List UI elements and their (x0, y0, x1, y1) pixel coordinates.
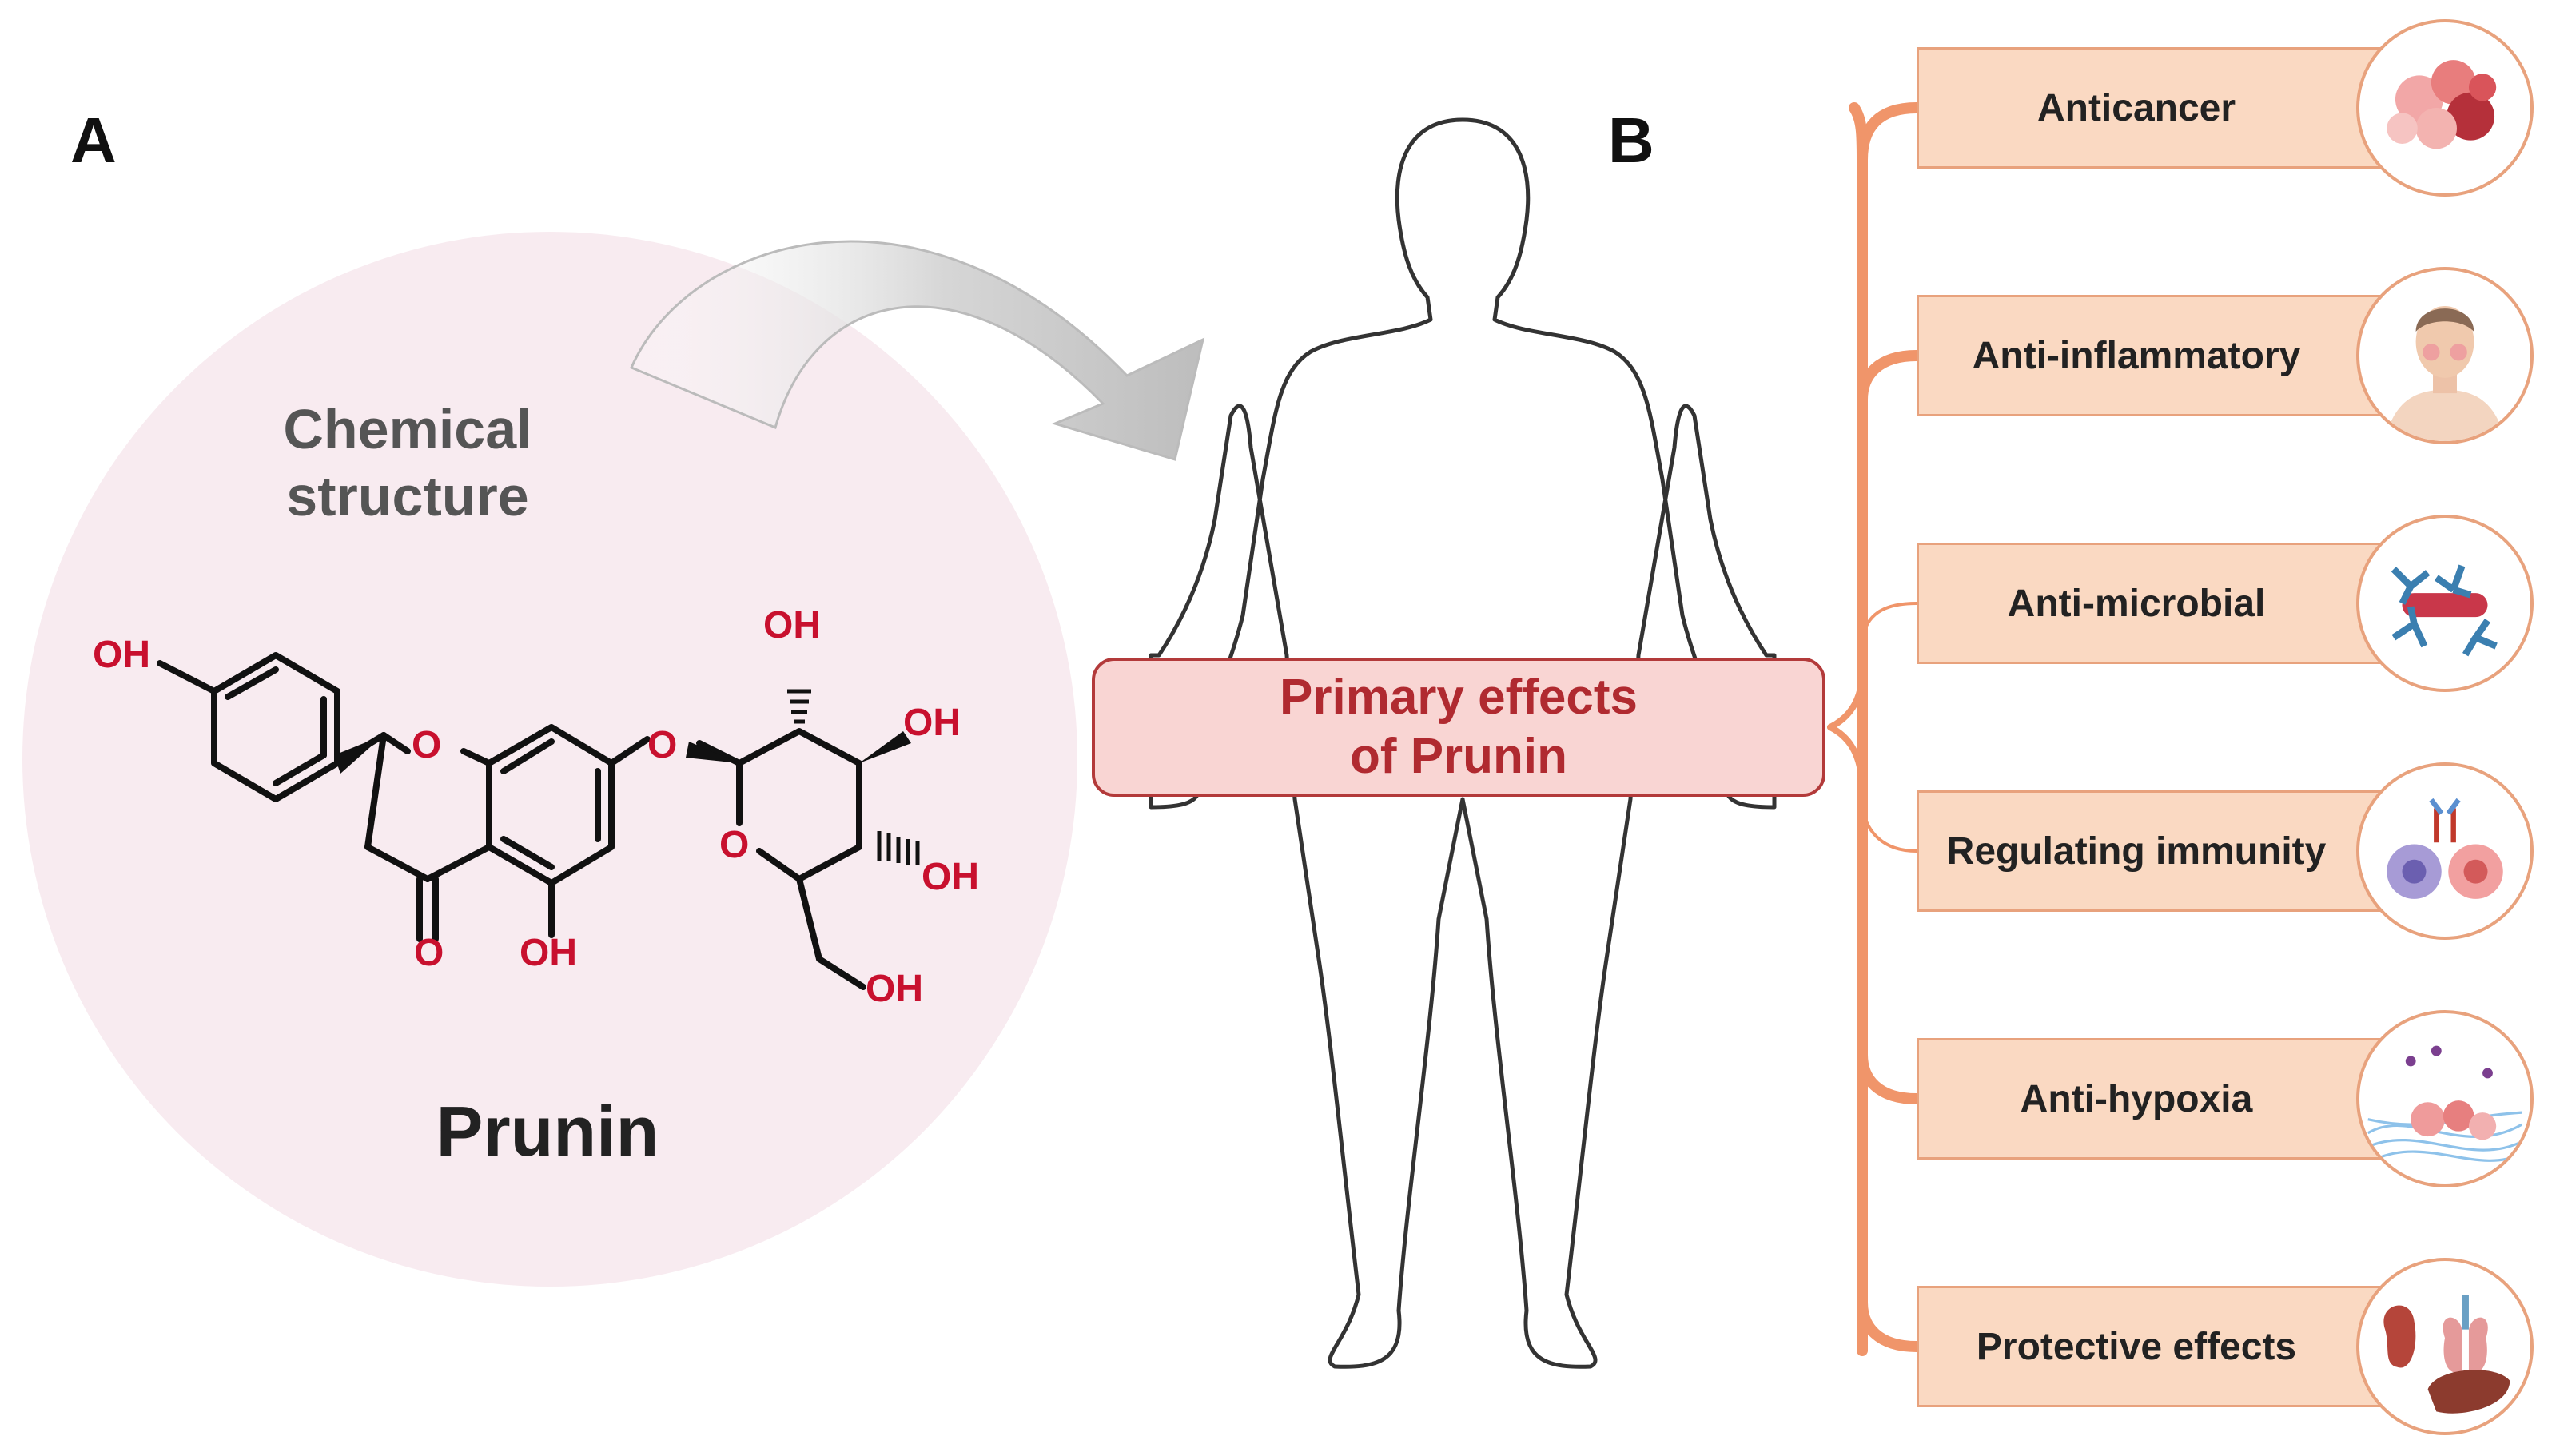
chemical-structure-title: Chemical structure (232, 396, 583, 530)
atom-o-sugar-ring: O (719, 824, 750, 866)
effect-anticancer: Anticancer (1917, 47, 2388, 169)
title-line-2: structure (286, 465, 529, 527)
atom-oh-5: OH (520, 932, 577, 974)
antibody-bacteria-icon (2356, 515, 2534, 692)
organs-icon (2356, 1258, 2534, 1435)
cancer-cells-icon (2356, 19, 2534, 197)
title-line-1: Chemical (283, 398, 532, 460)
atom-o-glycosidic: O (647, 724, 678, 766)
wedge-bond (859, 731, 911, 763)
effect-anti-hypoxia: Anti-hypoxia (1917, 1038, 2388, 1160)
inflamed-face-icon (2356, 267, 2534, 444)
primary-effects-box: Primary effects of Prunin (1092, 658, 1825, 797)
atom-oh-3: OH (903, 702, 961, 744)
atom-oh-top: OH (763, 604, 821, 646)
immune-cells-icon (2356, 762, 2534, 940)
atom-o-ring: O (412, 724, 442, 766)
atom-o-carbonyl: O (414, 932, 444, 974)
effect-protective: Protective effects (1917, 1286, 2388, 1407)
wedge-bond (334, 735, 384, 774)
hash-bonds (787, 689, 920, 865)
effect-anti-microbial: Anti-microbial (1917, 543, 2388, 664)
wedge-bond (686, 742, 739, 763)
panel-a-label: A (70, 105, 117, 176)
atom-oh-4: OH (922, 856, 979, 898)
prunin-bonds (157, 652, 866, 990)
atom-oh-phenol: OH (93, 634, 150, 676)
atom-oh-ch2: OH (866, 968, 923, 1010)
panel-b-label: B (1608, 105, 1654, 176)
effect-regulating-immunity: Regulating immunity (1917, 790, 2388, 912)
center-line-2: of Prunin (1349, 729, 1568, 784)
curved-arrow (630, 240, 1205, 461)
center-line-1: Primary effects (1279, 670, 1638, 725)
hypoxia-tissue-icon (2356, 1010, 2534, 1187)
effect-anti-inflammatory: Anti-inflammatory (1917, 295, 2388, 416)
connector-tree (1827, 102, 1922, 1356)
chemical-structure-circle (22, 232, 1077, 1287)
compound-name: Prunin (436, 1092, 659, 1171)
